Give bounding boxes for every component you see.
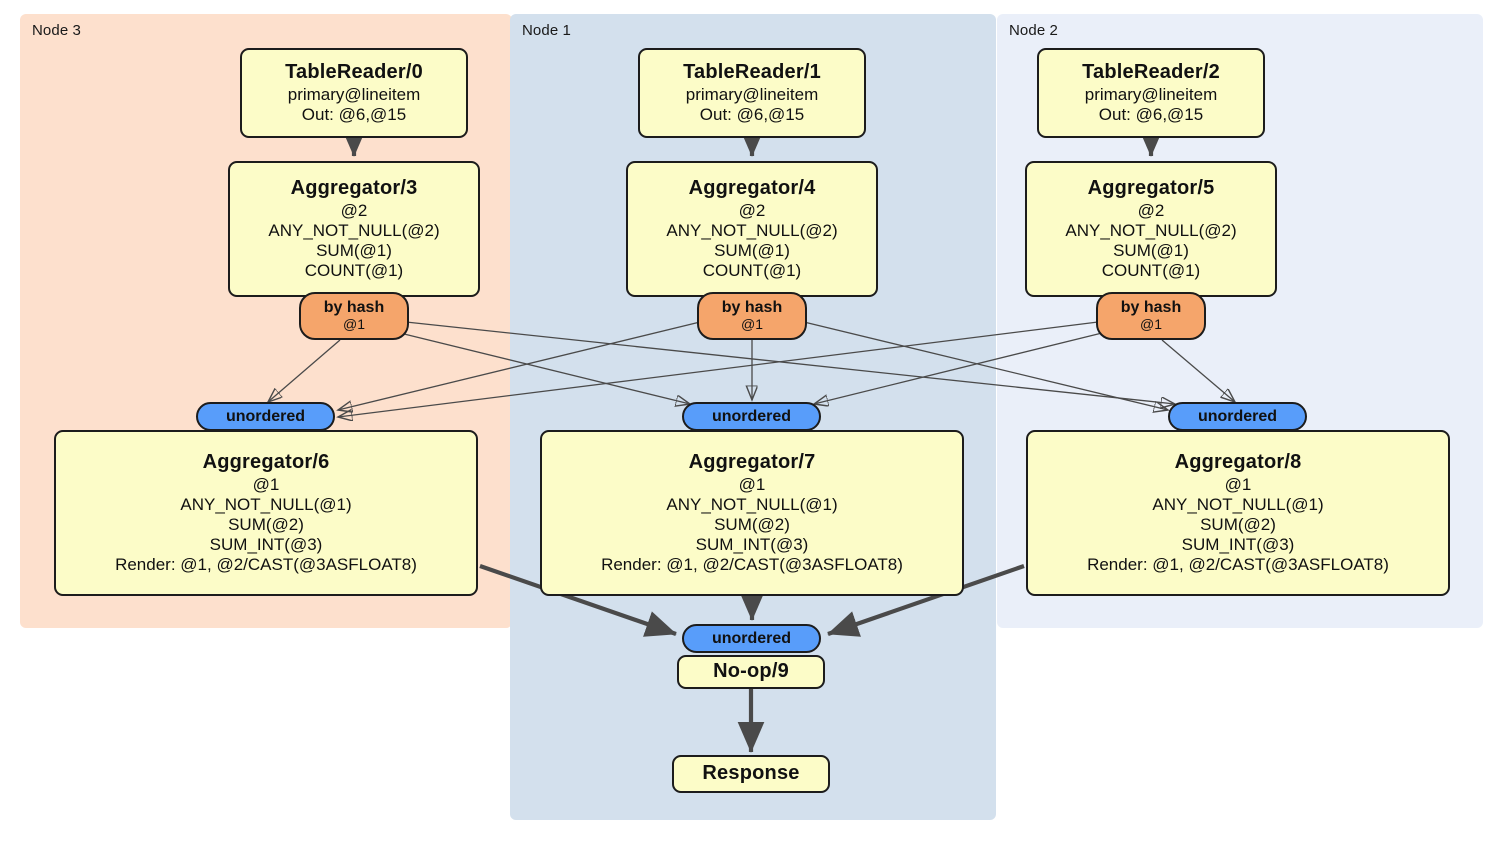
aggregator-7-line-3: SUM_INT(@3) bbox=[695, 534, 809, 554]
unordered-synchronizer-final-label: unordered bbox=[711, 629, 792, 647]
aggregator-8-line-4: Render: @1, @2/CAST(@3ASFLOAT8) bbox=[1087, 554, 1389, 574]
aggregator-4-line-0: @2 bbox=[738, 200, 766, 220]
table-reader-2-line-0: primary@lineitem bbox=[1084, 84, 1218, 104]
aggregator-6-line-2: SUM(@2) bbox=[228, 514, 304, 534]
aggregator-3-line-0: @2 bbox=[340, 200, 368, 220]
no-op-9[interactable]: No-op/9 bbox=[677, 655, 825, 689]
aggregator-3-line-2: SUM(@1) bbox=[316, 240, 392, 260]
aggregator-3-line-1: ANY_NOT_NULL(@2) bbox=[268, 220, 440, 240]
by-hash-router-4[interactable]: by hash@1 bbox=[697, 292, 807, 340]
by-hash-router-3-sublabel: @1 bbox=[343, 316, 365, 333]
table-reader-1-title: TableReader/1 bbox=[683, 61, 821, 84]
aggregator-6-line-4: Render: @1, @2/CAST(@3ASFLOAT8) bbox=[115, 554, 417, 574]
aggregator-7-line-4: Render: @1, @2/CAST(@3ASFLOAT8) bbox=[601, 554, 903, 574]
unordered-synchronizer-6[interactable]: unordered bbox=[196, 402, 335, 431]
response-title: Response bbox=[702, 762, 800, 785]
by-hash-router-5-label: by hash bbox=[1120, 299, 1182, 317]
table-reader-0-title: TableReader/0 bbox=[285, 61, 423, 84]
by-hash-router-4-sublabel: @1 bbox=[741, 316, 763, 333]
no-op-9-title: No-op/9 bbox=[713, 660, 789, 683]
aggregator-5-line-3: COUNT(@1) bbox=[1101, 260, 1201, 280]
aggregator-6-line-1: ANY_NOT_NULL(@1) bbox=[180, 494, 352, 514]
unordered-synchronizer-final[interactable]: unordered bbox=[682, 624, 821, 653]
aggregator-4-title: Aggregator/4 bbox=[688, 177, 816, 200]
aggregator-8-title: Aggregator/8 bbox=[1174, 451, 1302, 474]
unordered-synchronizer-7[interactable]: unordered bbox=[682, 402, 821, 431]
table-reader-0-line-0: primary@lineitem bbox=[287, 84, 421, 104]
table-reader-1-line-1: Out: @6,@15 bbox=[699, 104, 805, 124]
aggregator-3-line-3: COUNT(@1) bbox=[304, 260, 404, 280]
aggregator-8-line-3: SUM_INT(@3) bbox=[1181, 534, 1295, 554]
unordered-synchronizer-7-label: unordered bbox=[711, 407, 792, 425]
by-hash-router-5[interactable]: by hash@1 bbox=[1096, 292, 1206, 340]
aggregator-5-title: Aggregator/5 bbox=[1087, 177, 1215, 200]
aggregator-5-line-1: ANY_NOT_NULL(@2) bbox=[1065, 220, 1237, 240]
panel-label-node2: Node 2 bbox=[1009, 22, 1058, 39]
aggregator-4-line-2: SUM(@1) bbox=[714, 240, 790, 260]
aggregator-4-line-3: COUNT(@1) bbox=[702, 260, 802, 280]
by-hash-router-5-sublabel: @1 bbox=[1140, 316, 1162, 333]
aggregator-7-line-2: SUM(@2) bbox=[714, 514, 790, 534]
aggregator-5-line-0: @2 bbox=[1137, 200, 1165, 220]
table-reader-2-line-1: Out: @6,@15 bbox=[1098, 104, 1204, 124]
aggregator-6-title: Aggregator/6 bbox=[202, 451, 330, 474]
aggregator-4-line-1: ANY_NOT_NULL(@2) bbox=[666, 220, 838, 240]
unordered-synchronizer-8[interactable]: unordered bbox=[1168, 402, 1307, 431]
unordered-synchronizer-6-label: unordered bbox=[225, 407, 306, 425]
table-reader-0-line-1: Out: @6,@15 bbox=[301, 104, 407, 124]
unordered-synchronizer-8-label: unordered bbox=[1197, 407, 1278, 425]
aggregator-8-line-1: ANY_NOT_NULL(@1) bbox=[1152, 494, 1324, 514]
table-reader-1-line-0: primary@lineitem bbox=[685, 84, 819, 104]
aggregator-6-line-3: SUM_INT(@3) bbox=[209, 534, 323, 554]
by-hash-router-3-label: by hash bbox=[323, 299, 385, 317]
by-hash-router-3[interactable]: by hash@1 bbox=[299, 292, 409, 340]
response[interactable]: Response bbox=[672, 755, 830, 793]
aggregator-3-title: Aggregator/3 bbox=[290, 177, 418, 200]
panel-label-node3: Node 3 bbox=[32, 22, 81, 39]
aggregator-6-line-0: @1 bbox=[252, 474, 280, 494]
aggregator-7-title: Aggregator/7 bbox=[688, 451, 816, 474]
aggregator-5-line-2: SUM(@1) bbox=[1113, 240, 1189, 260]
panel-label-node1: Node 1 bbox=[522, 22, 571, 39]
aggregator-8-line-2: SUM(@2) bbox=[1200, 514, 1276, 534]
aggregator-7-line-1: ANY_NOT_NULL(@1) bbox=[666, 494, 838, 514]
table-reader-2-title: TableReader/2 bbox=[1082, 61, 1220, 84]
by-hash-router-4-label: by hash bbox=[721, 299, 783, 317]
aggregator-8-line-0: @1 bbox=[1224, 474, 1252, 494]
aggregator-7-line-0: @1 bbox=[738, 474, 766, 494]
